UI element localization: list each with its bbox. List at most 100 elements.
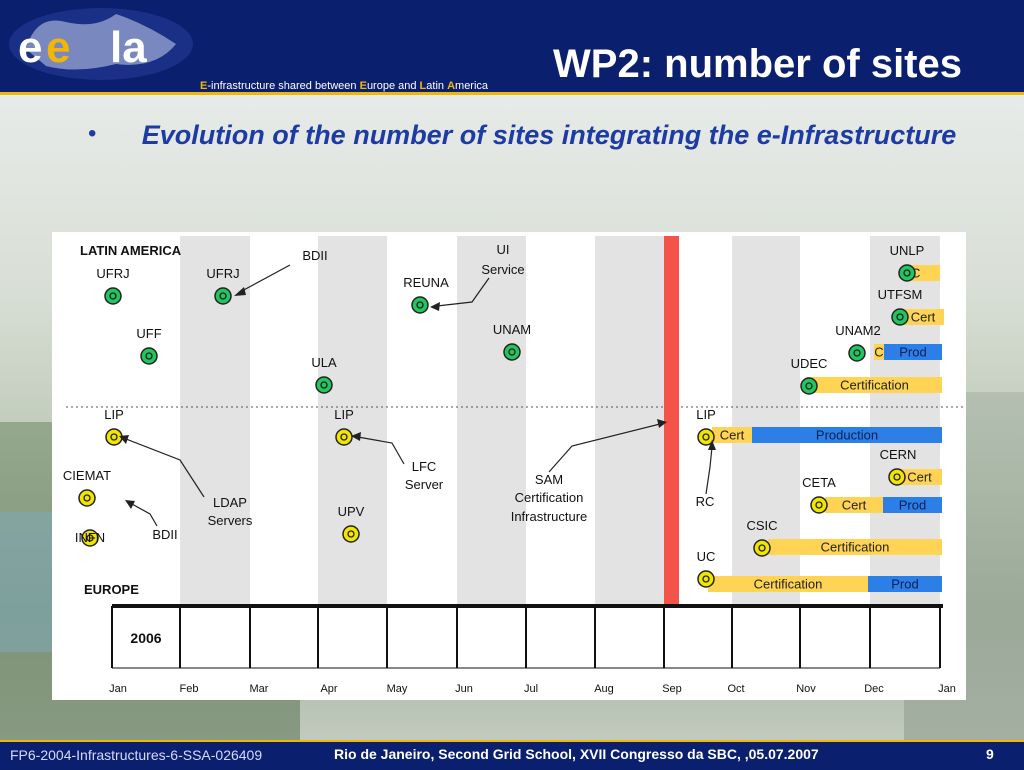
site-label: UDEC: [791, 356, 828, 371]
site-label: UFRJ: [96, 266, 129, 281]
tagline-part: -infrastructure shared between: [207, 80, 360, 92]
site-label: INFN: [75, 530, 105, 545]
slide-header: e e la E-infrastructure shared between E…: [0, 0, 1024, 92]
site-marker: [891, 308, 909, 326]
annotation-arrowhead: [119, 435, 129, 444]
status-bar: [708, 576, 868, 592]
annotation-arrowhead: [708, 440, 716, 450]
status-bar-label: Production: [816, 428, 878, 443]
site-marker-center: [805, 382, 813, 390]
site-marker: [503, 343, 521, 361]
site-marker-center: [83, 494, 91, 502]
site-label: UNLP: [890, 243, 925, 258]
site-marker: [104, 287, 122, 305]
bullet-icon: •: [88, 120, 97, 147]
annotation-arrowhead: [351, 432, 361, 441]
tagline-part: atin: [426, 80, 448, 92]
annotation-arrow: [357, 436, 405, 465]
status-bar: [807, 377, 942, 393]
tagline-part: A: [447, 80, 456, 92]
eela-logo-icon: e e la: [9, 8, 193, 80]
site-marker: [697, 570, 715, 588]
site-label: UNAM: [493, 322, 531, 337]
event-info: Rio de Janeiro, Second Grid School, XVII…: [334, 746, 819, 762]
status-bar-label: Cert: [720, 428, 745, 443]
site-marker-center: [110, 433, 118, 441]
annotation-arrowhead: [125, 500, 135, 509]
annotation-label: Service: [481, 262, 524, 277]
slide-title: WP2: number of sites: [553, 42, 962, 86]
site-marker: [81, 529, 99, 547]
status-bar: [897, 469, 942, 485]
site-marker: [140, 347, 158, 365]
site-label: CSIC: [746, 518, 777, 533]
status-bar: [874, 344, 884, 360]
annotation-label: RC: [696, 494, 715, 509]
month-label: Apr: [320, 683, 337, 695]
annotation-label: Certification: [515, 490, 584, 505]
site-label: ULA: [311, 355, 337, 370]
site-label: UTFSM: [878, 287, 923, 302]
status-bar-label: C: [874, 345, 883, 360]
status-bar: [907, 265, 940, 281]
status-bar: [902, 309, 944, 325]
status-bar-label: Certification: [840, 378, 909, 393]
site-marker-center: [853, 349, 861, 357]
bullet-point: • Evolution of the number of sites integ…: [88, 116, 968, 154]
month-label: Oct: [727, 683, 744, 695]
site-marker: [898, 264, 916, 282]
tagline-part: urope and: [366, 80, 420, 92]
annotation-arrow: [125, 438, 205, 498]
status-bar-label: Prod: [899, 345, 926, 360]
site-marker: [753, 539, 771, 557]
site-marker: [78, 489, 96, 507]
annotation-label: Infrastructure: [511, 509, 588, 524]
annotation-arrow: [705, 446, 713, 495]
site-marker-center: [416, 301, 424, 309]
site-label: CERN: [880, 447, 917, 462]
status-bar-label: Prod: [891, 577, 918, 592]
site-label: LIP: [334, 407, 354, 422]
tagline-part: L: [419, 80, 427, 92]
status-bar: [825, 497, 883, 513]
site-label: UPV: [338, 504, 365, 519]
status-bar: [883, 497, 942, 513]
annotation-arrowhead: [234, 287, 246, 296]
status-bar-label: Certification: [821, 540, 890, 555]
site-label: UNAM2: [835, 323, 881, 338]
site-marker-center: [903, 269, 911, 277]
month-label: Dec: [864, 683, 884, 695]
annotation-arrow: [239, 264, 291, 293]
month-label: Jan: [109, 683, 127, 695]
status-bar: [868, 576, 942, 592]
status-bar-label: Certification: [754, 577, 823, 592]
status-bar: [768, 539, 942, 555]
site-marker-center: [347, 530, 355, 538]
tagline: E-infrastructure shared between Europe a…: [200, 80, 488, 92]
svg-text:e: e: [18, 23, 42, 72]
site-marker: [810, 496, 828, 514]
site-marker: [697, 428, 715, 446]
svg-text:e: e: [46, 23, 70, 72]
svg-text:la: la: [110, 23, 147, 72]
annotation-arrow: [131, 503, 158, 527]
site-marker-center: [896, 313, 904, 321]
annotation-label: Servers: [208, 513, 253, 528]
site-marker: [315, 376, 333, 394]
site-label: CIEMAT: [63, 468, 111, 483]
month-label: Jan: [938, 683, 956, 695]
site-label: REUNA: [403, 275, 449, 290]
status-bar: [884, 344, 942, 360]
annotation-label: BDII: [152, 527, 177, 542]
page-number: 9: [986, 746, 994, 762]
status-bar-label: Cert: [842, 498, 867, 513]
site-marker: [214, 287, 232, 305]
annotation-label: SAM: [535, 472, 563, 487]
site-label: LIP: [104, 407, 124, 422]
status-bar-label: Prod: [899, 498, 926, 513]
site-label: UFRJ: [206, 266, 239, 281]
site-marker-center: [219, 292, 227, 300]
site-marker: [105, 428, 123, 446]
site-marker: [335, 428, 353, 446]
status-bar: [752, 427, 942, 443]
